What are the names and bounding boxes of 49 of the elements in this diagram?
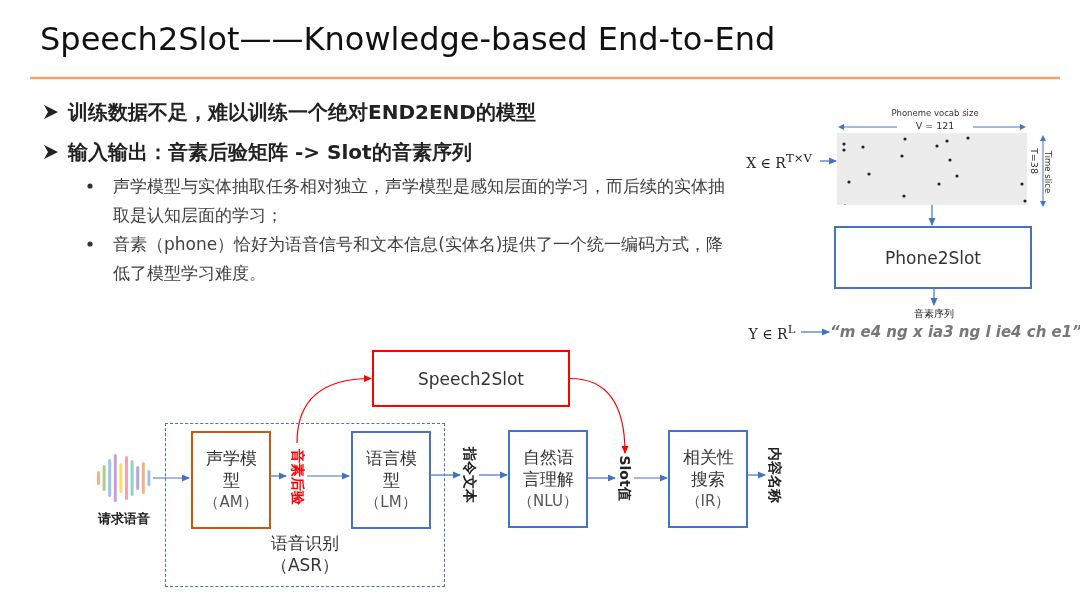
arrow xyxy=(819,157,837,165)
box-subtitle: （AM） xyxy=(204,492,258,513)
process-box xyxy=(508,430,588,528)
group-box xyxy=(165,423,445,587)
arrow xyxy=(296,375,372,444)
sequence-label: 音素序列 xyxy=(914,307,954,321)
axis-label: Phoneme vocab size xyxy=(890,108,980,118)
formula-label: Y ∈ R$^{L}$ xyxy=(748,322,796,342)
arrow xyxy=(930,288,938,306)
arrow xyxy=(306,472,350,480)
node-label: 请求语音 xyxy=(98,511,150,526)
arrow xyxy=(747,471,766,479)
process-box xyxy=(834,226,1032,289)
box-title: 语言模型 xyxy=(364,447,418,491)
process-box xyxy=(668,430,748,528)
flow-label: 音素后验 xyxy=(289,449,307,505)
process-box xyxy=(372,350,570,407)
arrow xyxy=(478,471,508,479)
process-box xyxy=(191,431,271,529)
arrow xyxy=(633,474,668,482)
arrow xyxy=(587,474,616,482)
flow-label: 内容名称 xyxy=(766,447,784,503)
box-title: 声学模型 xyxy=(204,447,258,491)
box-subtitle: （LM） xyxy=(365,492,417,513)
box-subtitle: （IR） xyxy=(685,491,731,512)
bullet-text: 输入输出：音素后验矩阵 -> Slot的音素序列 xyxy=(68,140,472,164)
bullet-text: 声学模型与实体抽取任务相对独立，声学模型是感知层面的学习，而后续的实体抽取是认知层面的学习； xyxy=(113,176,725,225)
bullet-text: 音素（phone）恰好为语音信号和文本信息(实体名)提供了一个统一编码方式，降低了模型学习难度。 xyxy=(113,234,724,283)
box-title: Phone2Slot xyxy=(884,246,982,269)
arrow xyxy=(152,474,190,482)
flow-label: Slot值 xyxy=(616,455,634,501)
axis-label: Time slice xyxy=(1043,150,1053,194)
axis-label: T=38 xyxy=(1028,148,1040,174)
axis-label: V = 121 xyxy=(914,120,956,131)
box-subtitle: （NLU） xyxy=(518,491,578,512)
process-box xyxy=(351,431,431,529)
box-title: 自然语言理解 xyxy=(521,446,575,490)
group-label: 语音识别（ASR） xyxy=(269,532,341,576)
box-title: Speech2Slot xyxy=(418,367,524,390)
arrow xyxy=(928,204,936,226)
arrow xyxy=(569,377,629,454)
arrow xyxy=(269,472,287,480)
box-title: 相关性搜索 xyxy=(681,446,735,490)
arrow xyxy=(429,471,461,479)
arrow xyxy=(800,328,830,336)
flow-label: 指令文本 xyxy=(461,447,479,503)
slide-title: Speech2Slot——Knowledge-based End-to-End xyxy=(40,20,776,58)
formula-label: X ∈ R$^{T×V}$ xyxy=(746,151,812,171)
bullet-text: 训练数据不足，难以训练一个绝对END2END的模型 xyxy=(68,100,536,124)
